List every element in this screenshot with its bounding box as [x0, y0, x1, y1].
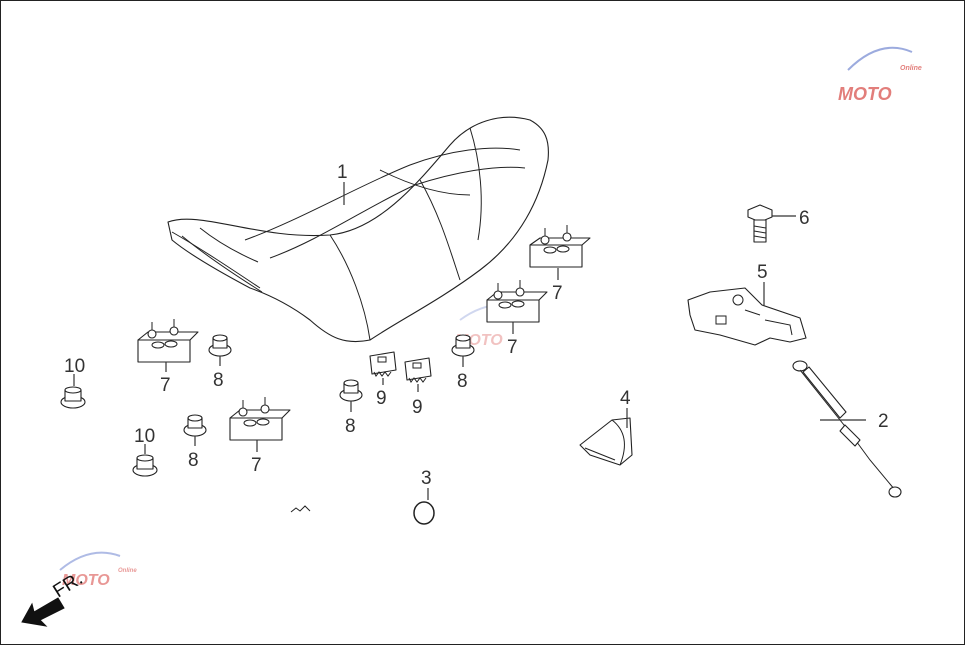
watermark-subtext-bottom: Online [118, 568, 137, 574]
part-7-bracket-d [229, 397, 291, 441]
part-10-nut-a [60, 386, 86, 409]
callout-10a: 10 [64, 356, 85, 377]
watermark-text: MOTO [838, 84, 892, 104]
part-7-bracket-b [486, 280, 548, 323]
part-8-nut-b [183, 414, 207, 437]
part-7-bracket-c [137, 319, 199, 363]
callout-5: 5 [757, 262, 768, 283]
front-direction-indicator: FR. [21, 568, 87, 627]
part-9-clip-b [404, 357, 432, 383]
callout-6: 6 [799, 208, 810, 229]
part-7-bracket-a [529, 225, 591, 268]
watermark-subtext: Online [900, 65, 922, 72]
part-8-nut-a [208, 334, 232, 357]
leader-lines [73, 182, 866, 500]
callout-7b: 7 [507, 337, 518, 358]
callout-10b: 10 [134, 426, 155, 447]
callout-7a: 7 [552, 283, 563, 304]
part-4-guide [579, 417, 633, 466]
part-2-cable [792, 360, 902, 498]
part-5-latch [687, 287, 807, 346]
callout-8c: 8 [345, 416, 356, 437]
callout-4: 4 [620, 388, 631, 409]
callout-9b: 9 [412, 397, 423, 418]
part-1-seat [167, 116, 549, 343]
callout-3: 3 [421, 468, 432, 489]
part-8-nut-d [451, 334, 475, 357]
callout-2: 2 [878, 411, 889, 432]
part-3-o-ring [413, 501, 435, 525]
callout-7d: 7 [251, 455, 262, 476]
callout-9a: 9 [376, 388, 387, 409]
callout-8d: 8 [457, 371, 468, 392]
part-9-clip-a [369, 351, 397, 377]
small-mark [290, 505, 311, 513]
watermark-text-bottom: MOTO [62, 572, 110, 589]
part-8-nut-c [339, 379, 363, 402]
watermark-logo-bottom: MOTO Online [59, 551, 137, 589]
callout-8a: 8 [213, 370, 224, 391]
part-10-nut-b [132, 454, 158, 477]
watermark-logo-top: MOTO Online [838, 46, 922, 104]
callout-7c: 7 [160, 375, 171, 396]
front-direction-arrow-icon [21, 597, 65, 627]
part-6-bolt [747, 204, 773, 243]
callout-1: 1 [337, 162, 348, 183]
callout-8b: 8 [188, 450, 199, 471]
